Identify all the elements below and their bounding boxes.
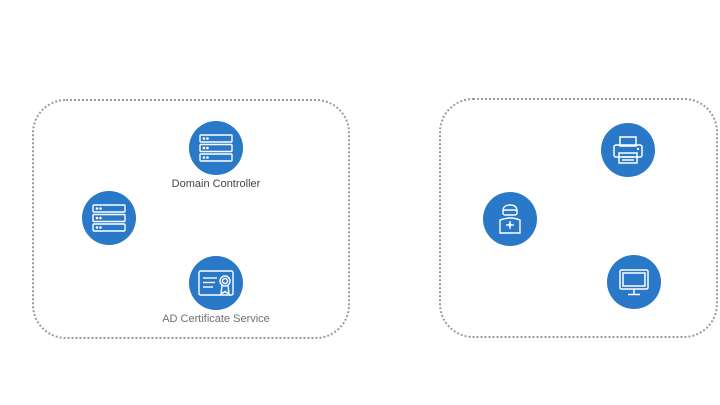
domain-controller-label: Domain Controller (171, 178, 261, 190)
user-node[interactable] (483, 192, 537, 246)
ad-certificate-service-label: AD Certificate Service (162, 313, 270, 325)
workstation-node[interactable] (607, 255, 661, 309)
right-client-group (439, 98, 718, 338)
user-shield-icon (499, 204, 521, 234)
server-stack-icon (199, 134, 233, 162)
server-node[interactable] (82, 191, 136, 245)
ad-certificate-service-node[interactable] (189, 256, 243, 310)
left-server-group (32, 99, 350, 339)
certificate-icon (198, 270, 234, 296)
server-stack-icon (92, 204, 126, 232)
printer-icon (613, 136, 643, 164)
printer-node[interactable] (601, 123, 655, 177)
monitor-icon (619, 269, 649, 296)
domain-controller-node[interactable] (189, 121, 243, 175)
